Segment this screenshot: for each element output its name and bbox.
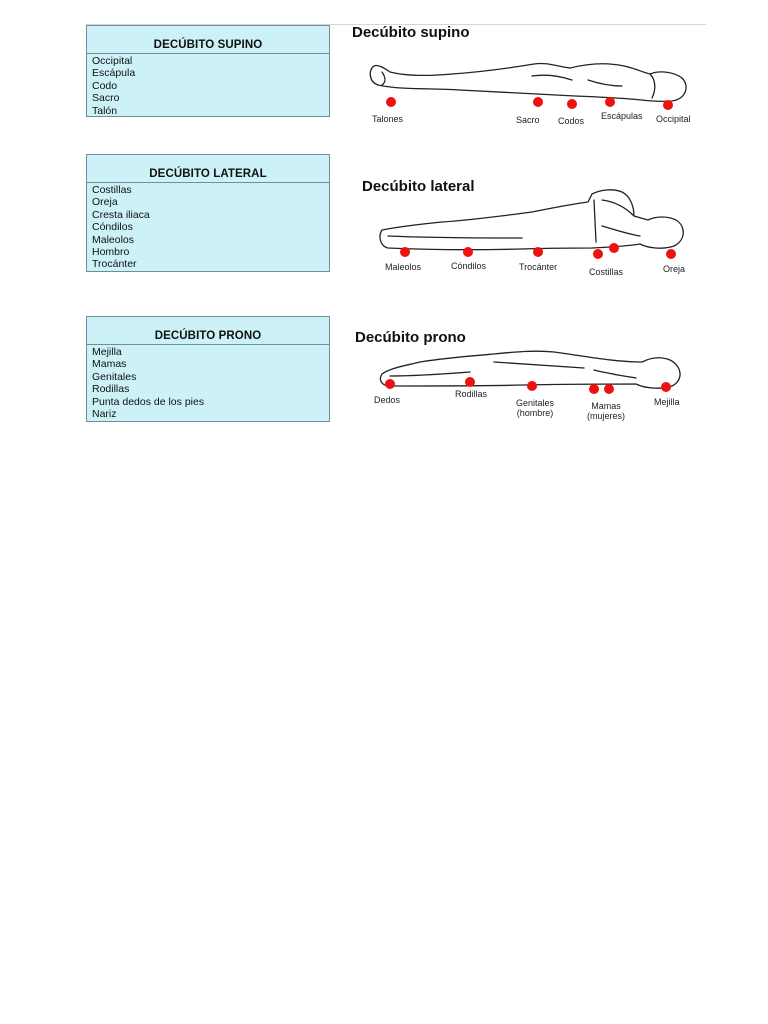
table-row: Mejilla	[92, 346, 325, 358]
table-row: Punta dedos de los pies	[92, 396, 325, 408]
table-row: Trocánter	[92, 258, 325, 270]
table-row: Mamas	[92, 358, 325, 370]
point-label: Cóndilos	[451, 261, 486, 271]
table-header: DECÚBITO PRONO	[87, 317, 329, 345]
point-label: Genitales (hombre)	[516, 398, 554, 418]
table-lateral: DECÚBITO LATERAL Costillas Oreja Cresta …	[86, 154, 330, 272]
lateral-body-illustration	[372, 186, 692, 262]
table-header: DECÚBITO LATERAL	[87, 155, 329, 183]
point-label: Dedos	[374, 395, 400, 405]
point-label: Trocánter	[519, 262, 557, 272]
point-label: Rodillas	[455, 389, 487, 399]
table-row: Oreja	[92, 196, 325, 208]
table-row: Genitales	[92, 371, 325, 383]
table-body: Costillas Oreja Cresta iliaca Cóndilos M…	[87, 183, 329, 273]
table-body: Mejilla Mamas Genitales Rodillas Punta d…	[87, 345, 329, 422]
point-label-line: (mujeres)	[587, 411, 625, 421]
prone-body-illustration	[374, 340, 694, 396]
point-label-line: Genitales	[516, 398, 554, 408]
table-row: Costillas	[92, 184, 325, 196]
table-prono: DECÚBITO PRONO Mejilla Mamas Genitales R…	[86, 316, 330, 422]
point-label: Oreja	[663, 264, 685, 274]
table-row: Hombro	[92, 246, 325, 258]
table-row: Maleolos	[92, 234, 325, 246]
table-row: Rodillas	[92, 383, 325, 395]
point-label: Maleolos	[385, 262, 421, 272]
point-label: Mejilla	[654, 397, 680, 407]
table-row: Cresta iliaca	[92, 209, 325, 221]
table-row: Cóndilos	[92, 221, 325, 233]
point-label: Costillas	[589, 267, 623, 277]
point-label-line: Mamas	[587, 401, 625, 411]
section-prono: DECÚBITO PRONO Mejilla Mamas Genitales R…	[0, 0, 768, 140]
point-label-line: (hombre)	[516, 408, 554, 418]
point-label: Mamas (mujeres)	[587, 401, 625, 421]
table-row: Nariz	[92, 408, 325, 420]
